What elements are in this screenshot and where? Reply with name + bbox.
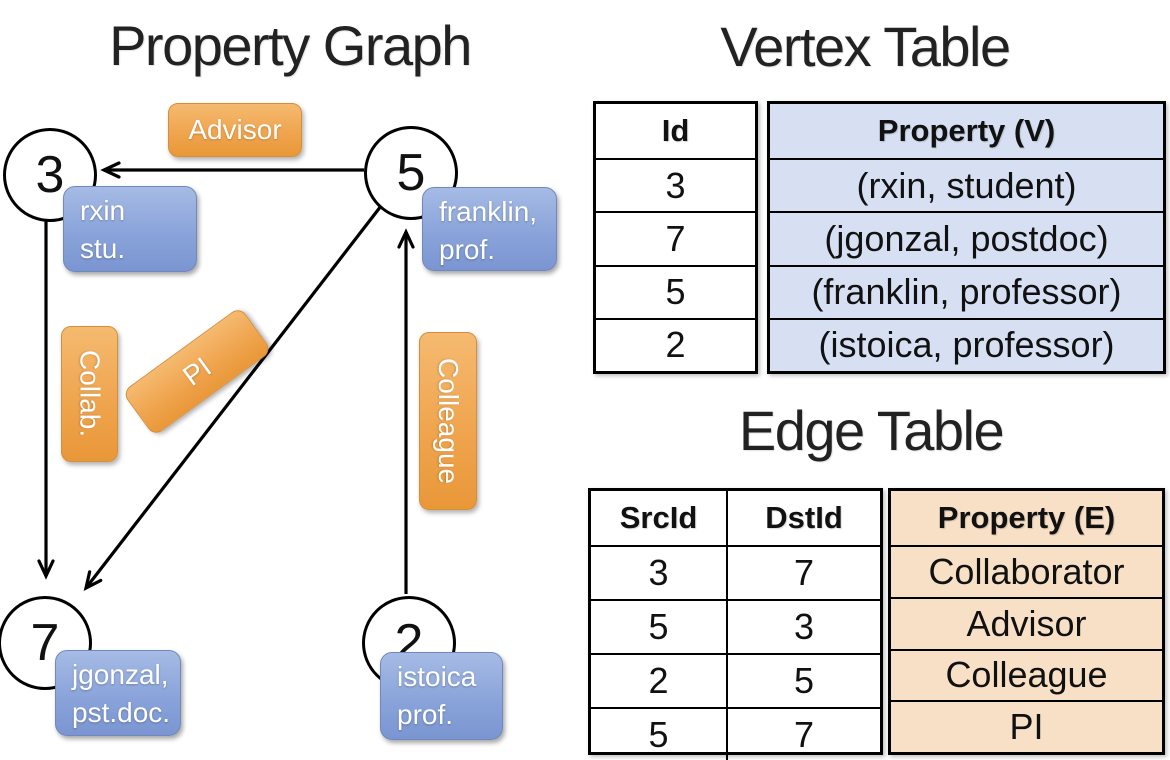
vertex-table-property-cell: (jgonzal, postdoc) bbox=[770, 211, 1163, 264]
node-7-label: 7 bbox=[30, 614, 60, 672]
edge-line-5-to-7-pi bbox=[83, 205, 383, 591]
edge-table-src-cell: 5 bbox=[591, 599, 728, 653]
vertex-table-id-cell: 3 bbox=[596, 158, 755, 211]
edge-table-dst-cell: 5 bbox=[728, 653, 880, 707]
vertex-table-property-cell: (istoica, professor) bbox=[770, 317, 1163, 371]
edge-label-advisor: Advisor bbox=[168, 103, 302, 157]
vertex-table-title: Vertex Table bbox=[720, 15, 1011, 78]
edge-table-dst-header: DstId bbox=[765, 500, 843, 535]
vertex-box-istoica-line1: istoica bbox=[397, 661, 477, 692]
edge-table-property-cell: Colleague bbox=[891, 648, 1162, 701]
vertex-table-id-cell: 5 bbox=[596, 264, 755, 318]
vertex-table-id-cell: 2 bbox=[596, 317, 755, 371]
edge-table-src-cell: 2 bbox=[591, 653, 728, 707]
vertex-box-jgonzal-line1: jgonzal, bbox=[72, 659, 169, 690]
edge-table-property-cell: PI bbox=[891, 700, 1162, 752]
vertex-table-property-column: Property (V) (rxin, student) (jgonzal, p… bbox=[767, 101, 1166, 374]
vertex-box-rxin-line1: rxin bbox=[80, 195, 126, 226]
vertex-box-rxin-line2: stu. bbox=[80, 233, 126, 264]
vertex-box-franklin: franklin, prof. bbox=[422, 187, 557, 271]
vertex-box-jgonzal-line2: pst.doc. bbox=[72, 697, 171, 728]
vertex-table-property-cell: (rxin, student) bbox=[770, 158, 1163, 211]
edge-table-ids-columns: SrcId DstId 3 7 5 3 2 5 5 7 bbox=[588, 488, 883, 760]
edge-table-dst-cell: 7 bbox=[728, 545, 880, 599]
vertex-table-property-header: Property (V) bbox=[877, 113, 1056, 148]
graph-node-3: 3 bbox=[3, 128, 97, 222]
node-5-label: 5 bbox=[396, 144, 426, 202]
edge-table-src-cell: 3 bbox=[591, 545, 728, 599]
edge-table-src-header: SrcId bbox=[591, 491, 728, 545]
vertex-table-id-column: Id 3 7 5 2 bbox=[593, 101, 758, 374]
vertex-box-franklin-line2: prof. bbox=[439, 234, 496, 265]
edge-table-ids-grid: SrcId DstId 3 7 5 3 2 5 5 7 bbox=[591, 491, 880, 760]
property-graph-title: Property Graph bbox=[109, 14, 472, 77]
edge-label-collab: Collab. bbox=[61, 326, 118, 462]
edge-table-property-cell: Advisor bbox=[891, 596, 1162, 649]
edge-table-property-header: Property (E) bbox=[937, 500, 1116, 535]
edge-table-dst-cell: 7 bbox=[728, 707, 880, 760]
edge-table-title: Edge Table bbox=[738, 399, 1005, 462]
edge-table-property-cell: Collaborator bbox=[891, 545, 1162, 597]
vertex-box-franklin-line1: franklin, bbox=[439, 196, 538, 227]
node-3-label: 3 bbox=[35, 146, 65, 204]
vertex-box-istoica-line2: prof. bbox=[397, 699, 454, 730]
vertex-table-id-header: Id bbox=[661, 113, 690, 148]
edge-table-dst-cell: 3 bbox=[728, 599, 880, 653]
edge-table-property-column: Property (E) Collaborator Advisor Collea… bbox=[888, 488, 1165, 755]
vertex-box-istoica: istoica prof. bbox=[380, 652, 503, 740]
edge-label-colleague: Colleague bbox=[419, 332, 477, 510]
vertex-table-property-cell: (franklin, professor) bbox=[770, 264, 1163, 318]
vertex-box-jgonzal: jgonzal, pst.doc. bbox=[55, 650, 181, 736]
vertex-table-id-cell: 7 bbox=[596, 211, 755, 264]
vertex-box-rxin: rxin stu. bbox=[63, 186, 197, 272]
edge-table-src-cell: 5 bbox=[591, 707, 728, 760]
